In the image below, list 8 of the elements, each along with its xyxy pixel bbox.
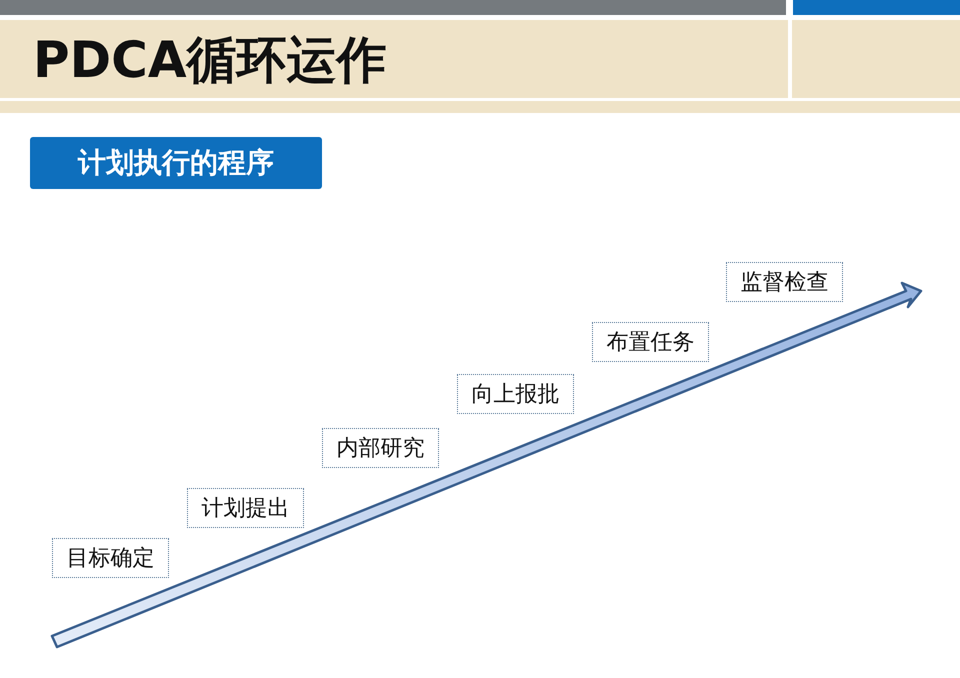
- step-label: 目标确定: [52, 538, 169, 578]
- step-label: 向上报批: [457, 374, 574, 414]
- section-heading: 计划执行的程序: [30, 137, 322, 189]
- slide-title: PDCA循环运作: [33, 30, 387, 90]
- step-label: 内部研究: [322, 428, 439, 468]
- step-label: 监督检查: [726, 262, 843, 302]
- step-label: 布置任务: [592, 322, 709, 362]
- step-label: 计划提出: [187, 488, 304, 528]
